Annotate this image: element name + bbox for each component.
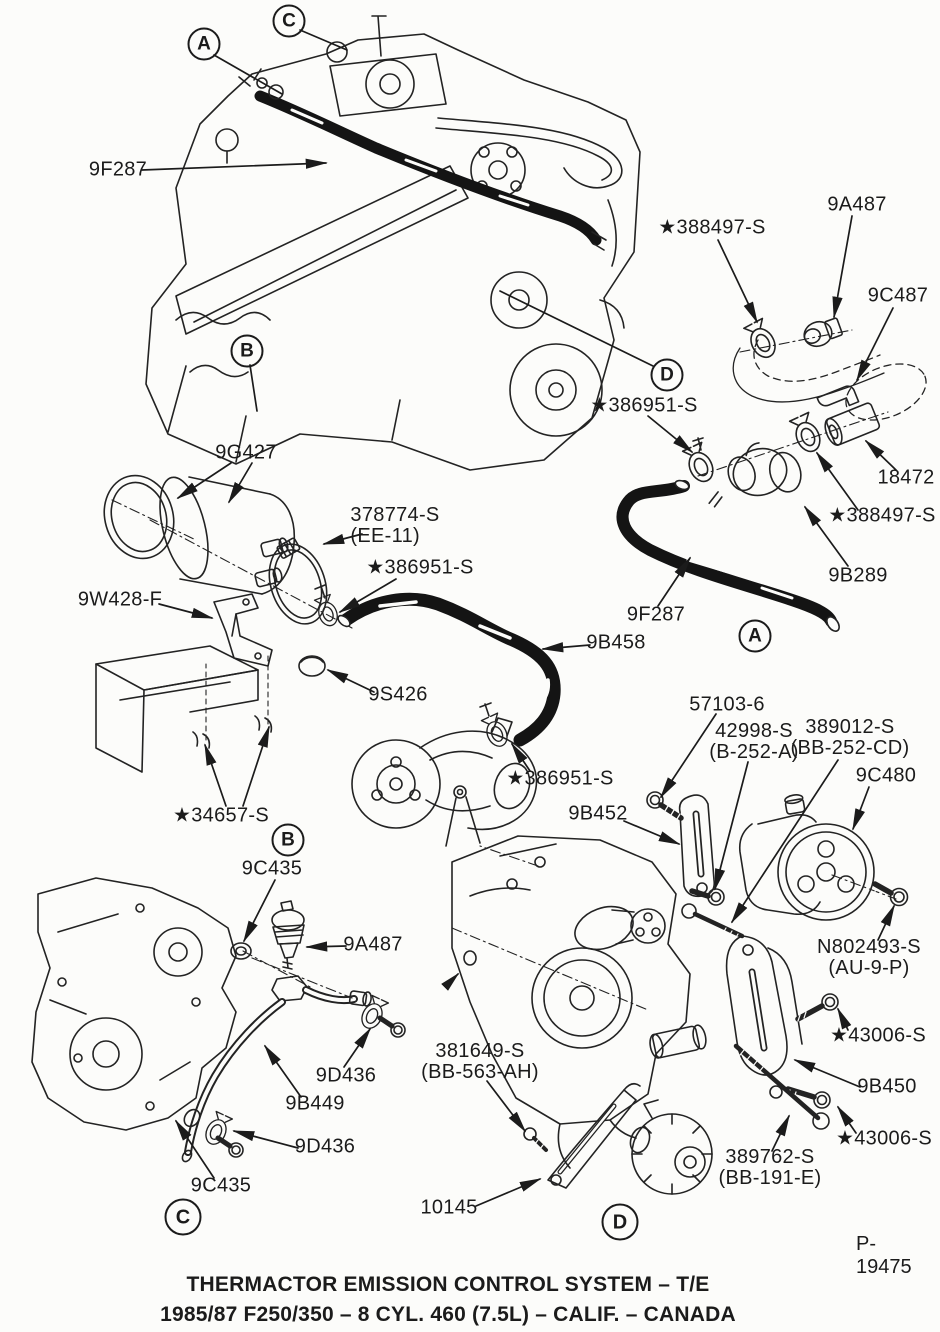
label-9c487-clip: 9C487 bbox=[867, 284, 929, 307]
caption-line1: THERMACTOR EMISSION CONTROL SYSTEM – T/E bbox=[186, 1273, 710, 1296]
air-cleaner-illustration bbox=[95, 474, 353, 773]
label-line1: 42998-S bbox=[715, 720, 793, 742]
label-line2: (BB-252-CD) bbox=[790, 737, 910, 759]
label-line1: 389762-S bbox=[725, 1146, 815, 1168]
label-line2: (BB-191-E) bbox=[718, 1167, 822, 1189]
engine-illustration bbox=[145, 15, 641, 471]
label-43006s-lower: ★43006-S bbox=[836, 1127, 932, 1150]
label-57103-bolt: 57103-6 bbox=[689, 693, 765, 716]
caption: THERMACTOR EMISSION CONTROL SYSTEM – T/E… bbox=[160, 1270, 736, 1330]
label-389012s-bolt: 389012-S (BB-252-CD) bbox=[791, 717, 910, 759]
label-43006s-upper: ★43006-S bbox=[830, 1024, 926, 1047]
label-18472-hose: 18472 bbox=[877, 466, 935, 489]
air-pump-illustration bbox=[337, 592, 561, 831]
label-9f287-lower: 9F287 bbox=[626, 603, 686, 626]
callout-b-engine: B bbox=[230, 334, 264, 368]
label-line1: 389012-S bbox=[805, 716, 895, 738]
caption-line2: 1985/87 F250/350 – 8 CYL. 460 (7.5L) – C… bbox=[160, 1303, 736, 1326]
callout-d-engine: D bbox=[650, 358, 684, 392]
label-line2: (AU-9-P) bbox=[828, 957, 910, 979]
label-386951s-left: ★386951-S bbox=[366, 556, 474, 579]
label-378774s-clamp: 378774-S (EE-11) bbox=[350, 505, 439, 547]
label-9b452-bracket: 9B452 bbox=[568, 802, 628, 825]
label-9b449-tube: 9B449 bbox=[285, 1092, 345, 1115]
callout-c-detail: C bbox=[164, 1198, 202, 1236]
label-9a487-valve: 9A487 bbox=[827, 193, 887, 216]
label-34657s-bolts: ★34657-S bbox=[173, 804, 269, 827]
label-9s426-cap: 9S426 bbox=[368, 683, 428, 706]
label-381649s-stud: 381649-S (BB-563-AH) bbox=[421, 1041, 539, 1083]
label-9w428f-bracket: 9W428-F bbox=[77, 588, 163, 611]
label-9c435-upper: 9C435 bbox=[241, 857, 303, 880]
label-9b450-bracket: 9B450 bbox=[857, 1075, 917, 1098]
label-9b458-hose: 9B458 bbox=[586, 631, 646, 654]
label-386951s-pump: ★386951-S bbox=[506, 767, 614, 790]
label-9g427-cleaner: 9G427 bbox=[215, 441, 277, 464]
label-9c435-lower: 9C435 bbox=[190, 1174, 252, 1197]
label-9b289-valve: 9B289 bbox=[828, 564, 888, 587]
label-line2: (BB-563-AH) bbox=[421, 1061, 539, 1083]
label-9c480-pump: 9C480 bbox=[855, 764, 917, 787]
label-line2: (EE-11) bbox=[350, 525, 420, 547]
label-9d436-lower: 9D436 bbox=[294, 1135, 356, 1158]
label-42998s-bolt: 42998-S (B-252-A) bbox=[709, 721, 798, 763]
label-9a487-lower: 9A487 bbox=[343, 933, 403, 956]
label-n802493s-bolt: N802493-S (AU-9-P) bbox=[817, 937, 921, 979]
label-388497s-upper: ★388497-S bbox=[658, 216, 766, 239]
leader-lines bbox=[141, 158, 897, 1207]
label-10145-brace: 10145 bbox=[420, 1196, 478, 1219]
callout-b-detail: B bbox=[271, 823, 305, 857]
label-9d436-upper: 9D436 bbox=[315, 1064, 377, 1087]
label-388497s-lower: ★388497-S bbox=[828, 504, 936, 527]
callout-a-engine: A bbox=[187, 27, 221, 61]
label-line2: (B-252-A) bbox=[709, 741, 799, 763]
label-9f287-top: 9F287 bbox=[88, 158, 148, 181]
callout-a-detail: A bbox=[738, 619, 772, 653]
hose-assembly-illustration bbox=[616, 317, 927, 632]
callout-c-engine: C bbox=[272, 4, 306, 38]
label-line1: 381649-S bbox=[435, 1040, 525, 1062]
callout-d-detail: D bbox=[601, 1203, 639, 1241]
label-386951s-d: ★386951-S bbox=[590, 394, 698, 417]
engine-front-illustration bbox=[31, 877, 406, 1163]
pump-bracket-illustration bbox=[441, 785, 909, 1195]
label-line1: 378774-S bbox=[350, 504, 440, 526]
label-389762s-bolt: 389762-S (BB-191-E) bbox=[718, 1147, 821, 1189]
callout-leader-lines bbox=[213, 29, 654, 412]
label-line1: N802493-S bbox=[817, 936, 921, 958]
figure-code: P-19475 bbox=[856, 1233, 912, 1278]
